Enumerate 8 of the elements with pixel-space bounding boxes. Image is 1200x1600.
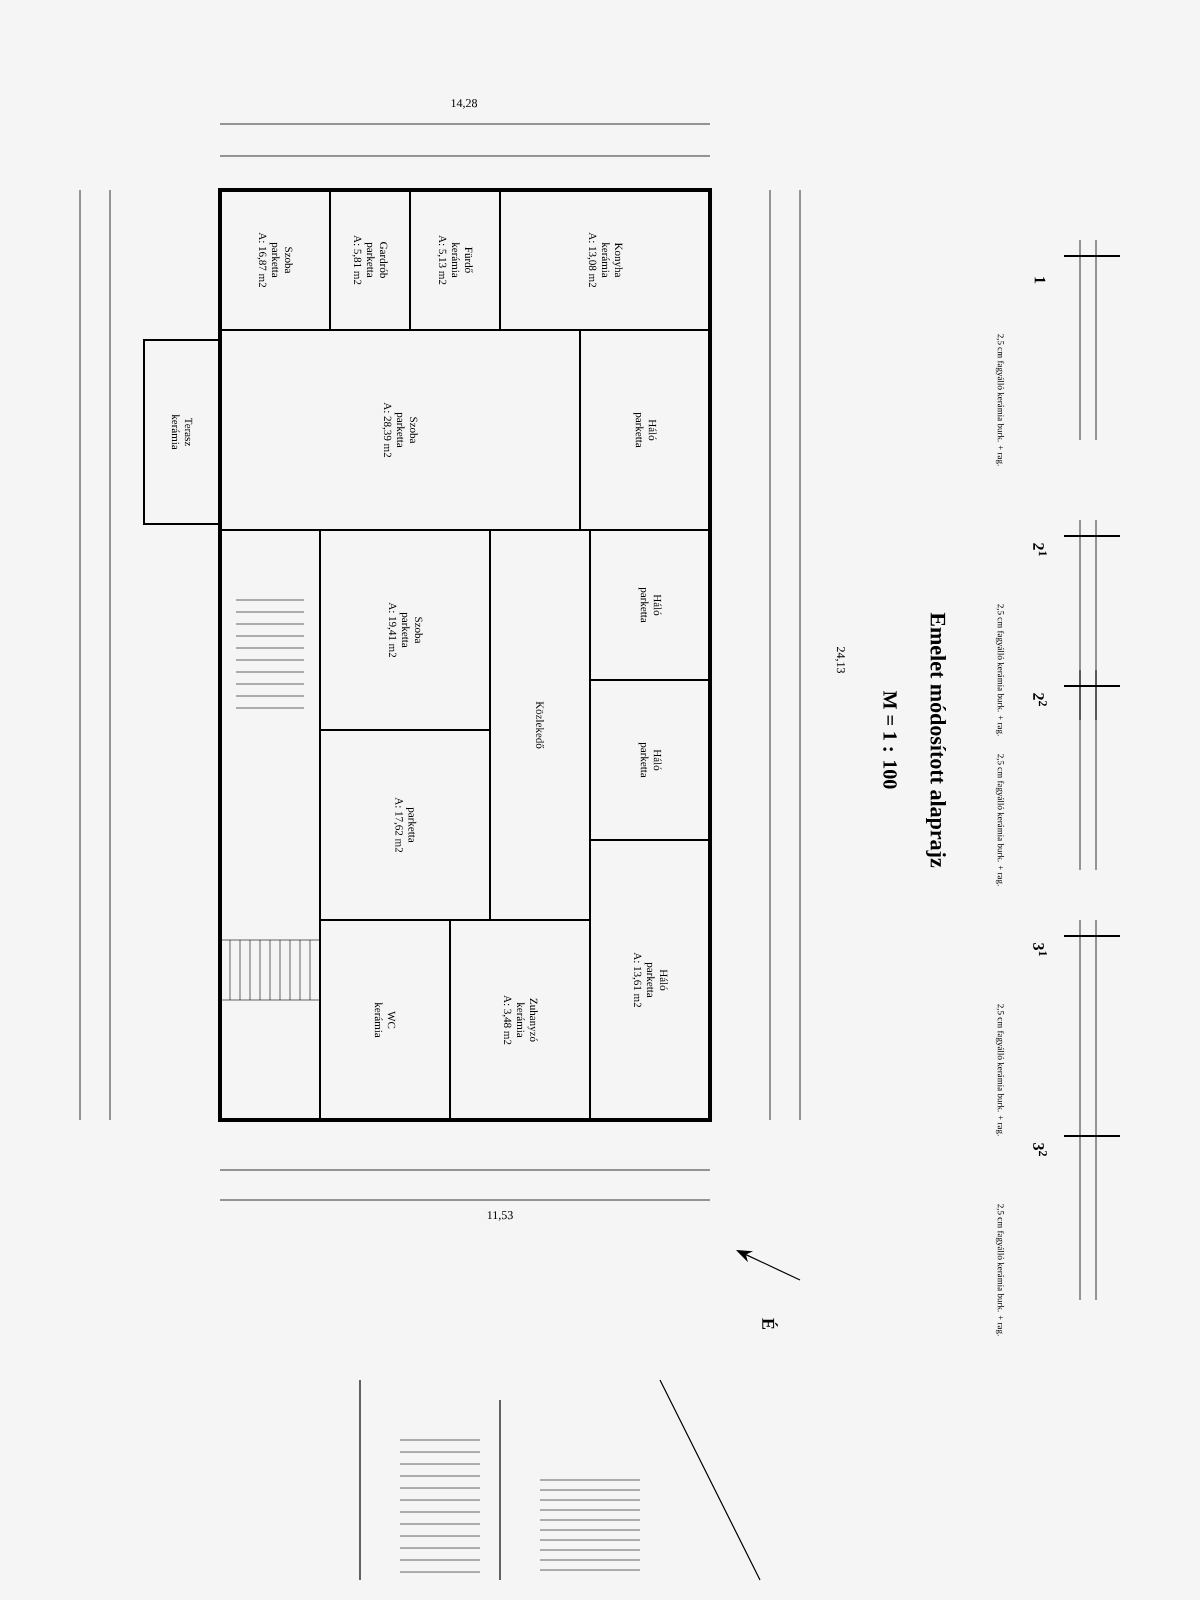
layer-number: 2$^{1}$ [1033,543,1047,556]
layer-number: 3$^{1}$ [1033,943,1047,956]
layer-number: 1 [1034,277,1046,284]
title-text: Emelet módosított alaprajz [926,612,946,868]
layer-number: 3$^{2}$ [1033,1143,1047,1156]
title-text: É [762,1318,778,1330]
title-text: M = 1 : 100 [883,691,897,789]
layer-number: 2$^{2}$ [1033,693,1047,706]
